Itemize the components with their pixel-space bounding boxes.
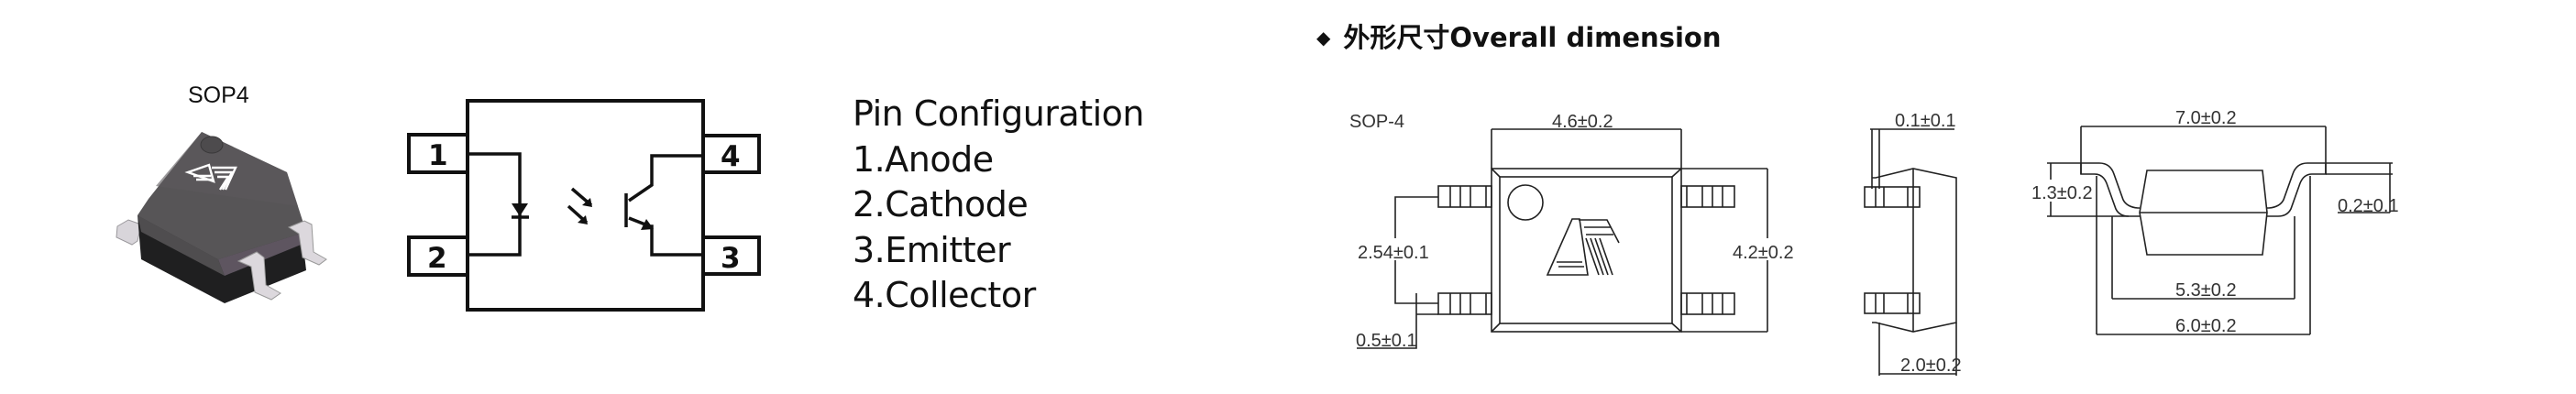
dim-standoff: 0.1±0.1 — [1895, 111, 1956, 131]
top-view — [1357, 128, 1768, 349]
pin-item-collector: 4.Collector — [853, 275, 1036, 315]
pin-item-anode: 1.Anode — [853, 138, 994, 180]
heading-text: 外形尺寸Overall dimension — [1343, 22, 1722, 53]
dim-body-height: 2.0±0.2 — [1900, 356, 1962, 376]
pin-item-emitter: 3.Emitter — [853, 229, 1011, 270]
brand-logo-icon — [184, 163, 237, 191]
pin-number-4: 4 — [721, 140, 741, 173]
side-view — [1864, 128, 1957, 376]
pin-3-box — [701, 235, 761, 276]
dimension-drawing: SOP-4 4.6±0.2 2.54±0.1 4.2±0.2 0. — [1349, 106, 2399, 376]
dim-lead-width: 0.5±0.1 — [1356, 331, 1417, 351]
dim-overall-width: 7.0±0.2 — [2175, 108, 2237, 128]
pin-2-box — [407, 235, 469, 277]
pin-number-3: 3 — [721, 242, 741, 275]
dim-body-length: 4.2±0.2 — [1733, 243, 1794, 263]
pin-1-box — [407, 133, 469, 174]
pin-configuration-list: Pin Configuration 1.Anode 2.Cathode 3.Em… — [853, 92, 1145, 319]
dim-lead-span: 6.0±0.2 — [2175, 316, 2237, 336]
diamond-bullet-icon: ◆ — [1316, 27, 1331, 49]
package-label: SOP4 — [188, 82, 249, 108]
end-view — [2047, 126, 2393, 335]
overall-dimension-heading: ◆ 外形尺寸Overall dimension — [1316, 16, 1721, 55]
pin-number-2: 2 — [427, 242, 447, 275]
light-arrow-icon — [582, 198, 592, 207]
dim-body-width-end: 5.3±0.2 — [2175, 280, 2237, 301]
emitter-arrow-icon — [641, 219, 654, 230]
dim-lead-height: 1.3±0.2 — [2031, 183, 2093, 203]
pin-configuration-title: Pin Configuration — [853, 93, 1145, 134]
pin-number-1: 1 — [428, 139, 448, 172]
dim-lead-thickness: 0.2±0.1 — [2338, 196, 2399, 216]
pinout-schematic: 1 2 3 4 — [407, 99, 761, 312]
package-outline — [466, 99, 705, 312]
led-diode-icon — [512, 203, 528, 216]
package-name-label: SOP-4 — [1349, 112, 1404, 132]
package-3d-image — [116, 132, 327, 303]
light-arrow-icon — [578, 215, 588, 224]
pin-item-cathode: 2.Cathode — [853, 184, 1029, 224]
dim-body-width: 4.6±0.2 — [1552, 112, 1613, 132]
pin-4-box — [701, 134, 761, 174]
dim-pin-pitch: 2.54±0.1 — [1358, 243, 1429, 263]
